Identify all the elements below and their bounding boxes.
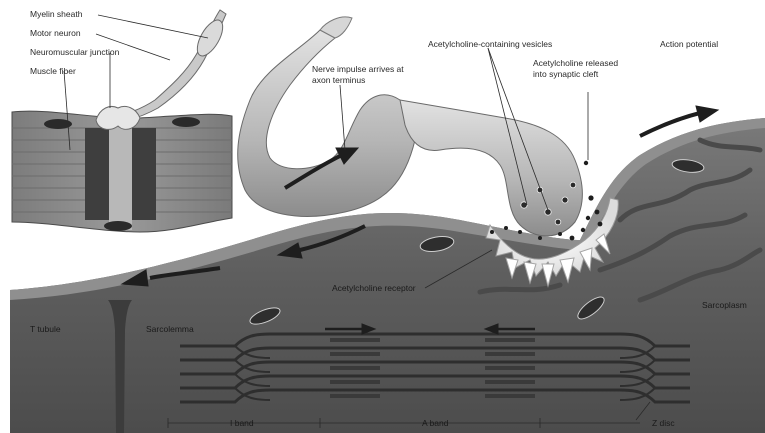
label-ach-vesicles: Acetylcholine-containing vesicles	[428, 39, 552, 49]
label-nerve-impulse-line1: Nerve impulse arrives at	[312, 64, 404, 74]
label-ach-released-line1: Acetylcholine released	[533, 58, 618, 68]
inset-muscle-block	[12, 111, 232, 232]
label-t-tubule: T tubule	[30, 324, 61, 334]
label-ach-released-line2: into synaptic cleft	[533, 69, 599, 79]
label-a-band: A band	[422, 418, 449, 428]
label-myelin-sheath: Myelin sheath	[30, 9, 83, 19]
label-nerve-impulse-line2: axon terminus	[312, 75, 365, 85]
label-z-disc: Z disc	[652, 418, 675, 428]
label-motor-neuron: Motor neuron	[30, 28, 81, 38]
label-action-potential: Action potential	[660, 39, 718, 49]
label-ach-receptor: Acetylcholine receptor	[332, 283, 416, 293]
label-sarcoplasm: Sarcoplasm	[702, 300, 747, 310]
label-muscle-fiber: Muscle fiber	[30, 66, 76, 76]
label-sarcolemma: Sarcolemma	[146, 324, 194, 334]
label-neuromuscular-junction: Neuromuscular junction	[30, 47, 120, 57]
label-i-band: I band	[230, 418, 254, 428]
